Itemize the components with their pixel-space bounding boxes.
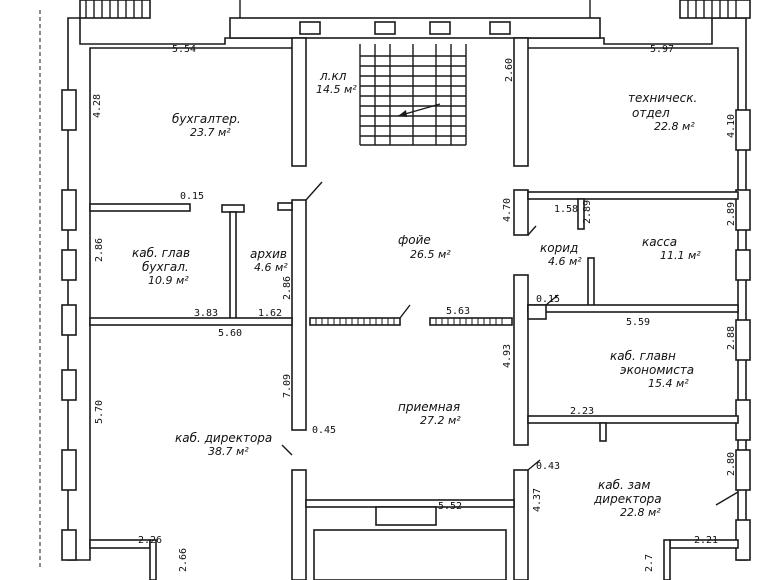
dim-0-45: 0.45: [312, 425, 336, 436]
room-director-area: 38.7 м²: [208, 445, 249, 458]
room-technical-name: техническ.: [628, 91, 697, 105]
staircase: [291, 37, 529, 167]
room-accountant-name: бухгалтер.: [172, 112, 241, 126]
dim-2-66: 2.66: [178, 548, 189, 572]
room-chief-accountant-area: 10.9 м²: [148, 274, 189, 287]
dim-2-89b: 2.89: [726, 202, 737, 226]
room-archive-area: 4.6 м²: [254, 261, 288, 274]
dim-2-89a: 2.89: [582, 200, 593, 224]
dim-0-15b: 0.15: [536, 294, 560, 305]
dim-1-58: 1.58: [554, 204, 578, 215]
room-stairs-area: 14.5 м²: [316, 83, 357, 96]
interior-walls: [89, 181, 739, 580]
room-director-name: каб. директора: [175, 431, 272, 445]
dim-5-54: 5.54: [172, 44, 196, 55]
room-reception-area: 27.2 м²: [420, 414, 461, 427]
dim-4-37: 4.37: [532, 488, 543, 512]
room-technical-area: 22.8 м²: [654, 120, 695, 133]
room-technical-name2: отдел: [632, 106, 670, 120]
dim-1-62: 1.62: [258, 308, 282, 319]
room-chief-accountant-name2: бухгал.: [142, 260, 189, 274]
dim-2-60: 2.60: [504, 58, 515, 82]
room-corridor-area: 4.6 м²: [548, 255, 582, 268]
dim-5-63: 5.63: [446, 306, 470, 317]
dim-2-26: 2.26: [138, 535, 162, 546]
dim-5-59: 5.59: [626, 317, 650, 328]
dim-2-21: 2.21: [694, 535, 718, 546]
dim-4-70: 4.70: [502, 198, 513, 222]
room-cashier-area: 11.1 м²: [660, 249, 701, 262]
dim-4-93: 4.93: [502, 344, 513, 368]
room-archive-name: архив: [250, 247, 287, 261]
dim-2-86b: 2.86: [282, 276, 293, 300]
room-reception-name: приемная: [398, 400, 460, 414]
room-accountant-area: 23.7 м²: [190, 126, 231, 139]
dim-5-60: 5.60: [218, 328, 242, 339]
dim-2-86a: 2.86: [94, 238, 105, 262]
room-corridor-name: корид: [540, 241, 578, 255]
room-chief-economist-area: 15.4 м²: [648, 377, 689, 390]
room-deputy-director-area: 22.8 м²: [620, 506, 661, 519]
room-cashier-name: касса: [642, 235, 677, 249]
dim-0-43: 0.43: [536, 461, 560, 472]
dim-5-97: 5.97: [650, 44, 674, 55]
room-chief-economist-name2: экономиста: [620, 363, 694, 377]
room-labels: бухгалтер. 23.7 м² л.кл 14.5 м² техничес…: [132, 69, 701, 519]
dim-2-7: 2.7: [644, 554, 655, 572]
dim-2-23: 2.23: [570, 406, 594, 417]
room-foyer-area: 26.5 м²: [410, 248, 451, 261]
dim-0-15a: 0.15: [180, 191, 204, 202]
dimension-labels: 5.54 2.60 5.97 4.28 4.10 0.15 4.70 1.58 …: [92, 44, 737, 572]
dim-5-70: 5.70: [94, 400, 105, 424]
room-deputy-director-name: каб. зам: [598, 478, 650, 492]
outer-walls: [39, 0, 751, 570]
dim-3-83: 3.83: [194, 308, 218, 319]
room-deputy-director-name2: директора: [593, 492, 662, 506]
dim-2-80: 2.80: [726, 452, 737, 476]
dim-4-28: 4.28: [92, 94, 103, 118]
room-foyer-name: фойе: [398, 233, 431, 247]
room-stairs-name: л.кл: [319, 69, 347, 83]
dim-7-09: 7.09: [282, 374, 293, 398]
dim-5-52: 5.52: [438, 501, 462, 512]
room-chief-accountant-name: каб. глав: [132, 246, 190, 260]
room-chief-economist-name: каб. главн: [610, 349, 676, 363]
dim-2-88: 2.88: [726, 326, 737, 350]
dim-4-10: 4.10: [726, 114, 737, 138]
